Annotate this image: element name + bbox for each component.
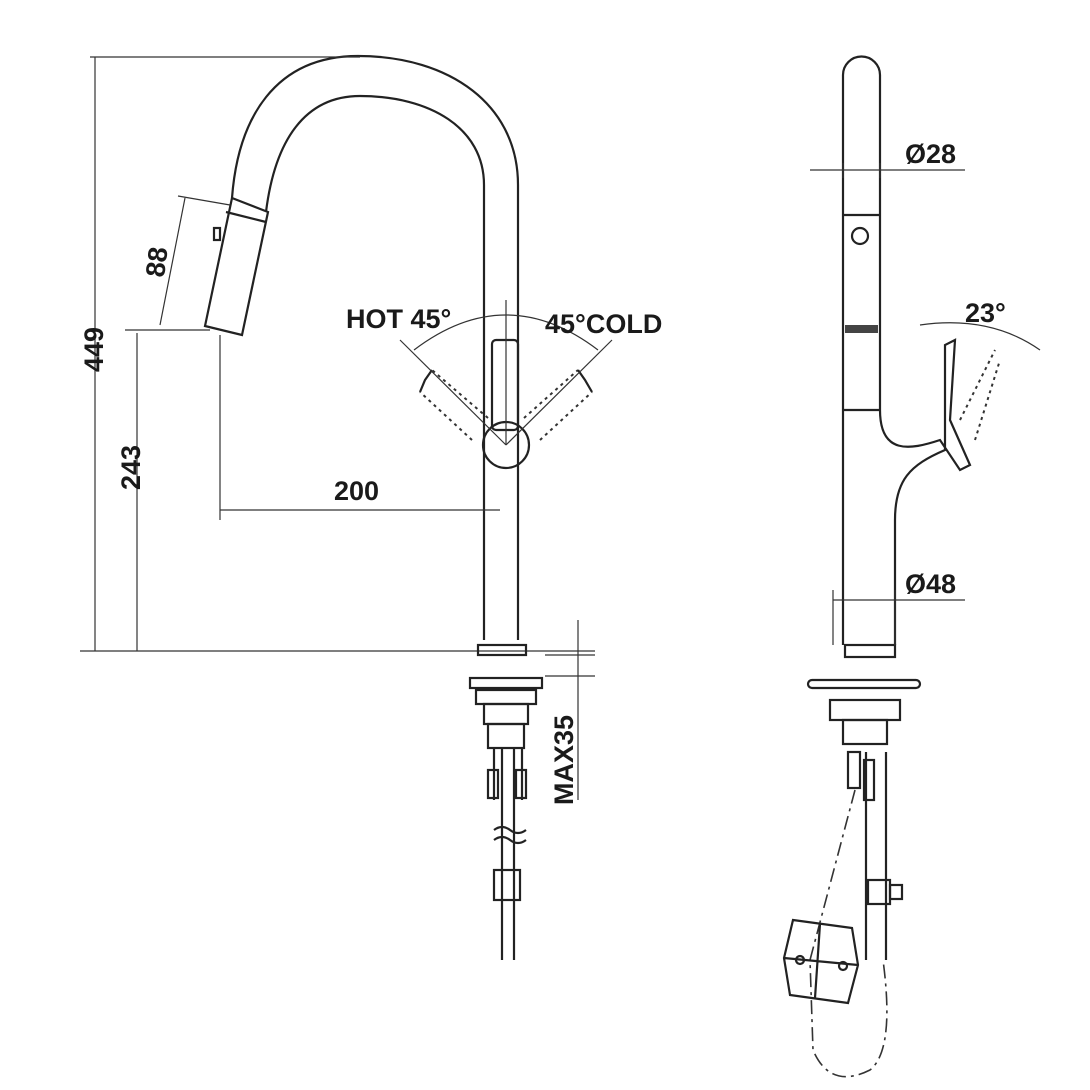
handle-lever (490, 338, 520, 432)
fitting (492, 868, 522, 902)
spray-button (212, 226, 222, 242)
dim-spout-diameter: Ø28 (905, 139, 956, 169)
dim-max-deck: MAX35 (549, 715, 579, 805)
gooseneck-outer (230, 54, 520, 640)
dim-reach: 200 (334, 476, 379, 506)
dim-body-diameter: Ø48 (905, 569, 956, 599)
base-ring (476, 643, 528, 657)
dim-total-height: 449 (79, 327, 109, 372)
hot-angle-label: HOT 45° (346, 304, 451, 334)
side-spout (841, 55, 882, 410)
side-body (841, 338, 972, 645)
gooseneck-inner (264, 94, 486, 640)
front-view (80, 54, 613, 960)
counterweight (782, 918, 860, 1005)
dim-spout-head: 88 (140, 245, 173, 278)
spout-head (203, 196, 270, 337)
lever-angle-label: 23° (965, 298, 1006, 328)
spray-button-side (850, 226, 870, 246)
side-mount-plate (806, 678, 922, 690)
spray-band (845, 325, 878, 333)
dim-spout-height: 243 (116, 445, 146, 490)
mount-plate (468, 676, 544, 690)
side-view (782, 55, 1041, 1078)
cold-angle-label: 45°COLD (545, 309, 662, 339)
pull-out-hose (809, 789, 888, 1078)
